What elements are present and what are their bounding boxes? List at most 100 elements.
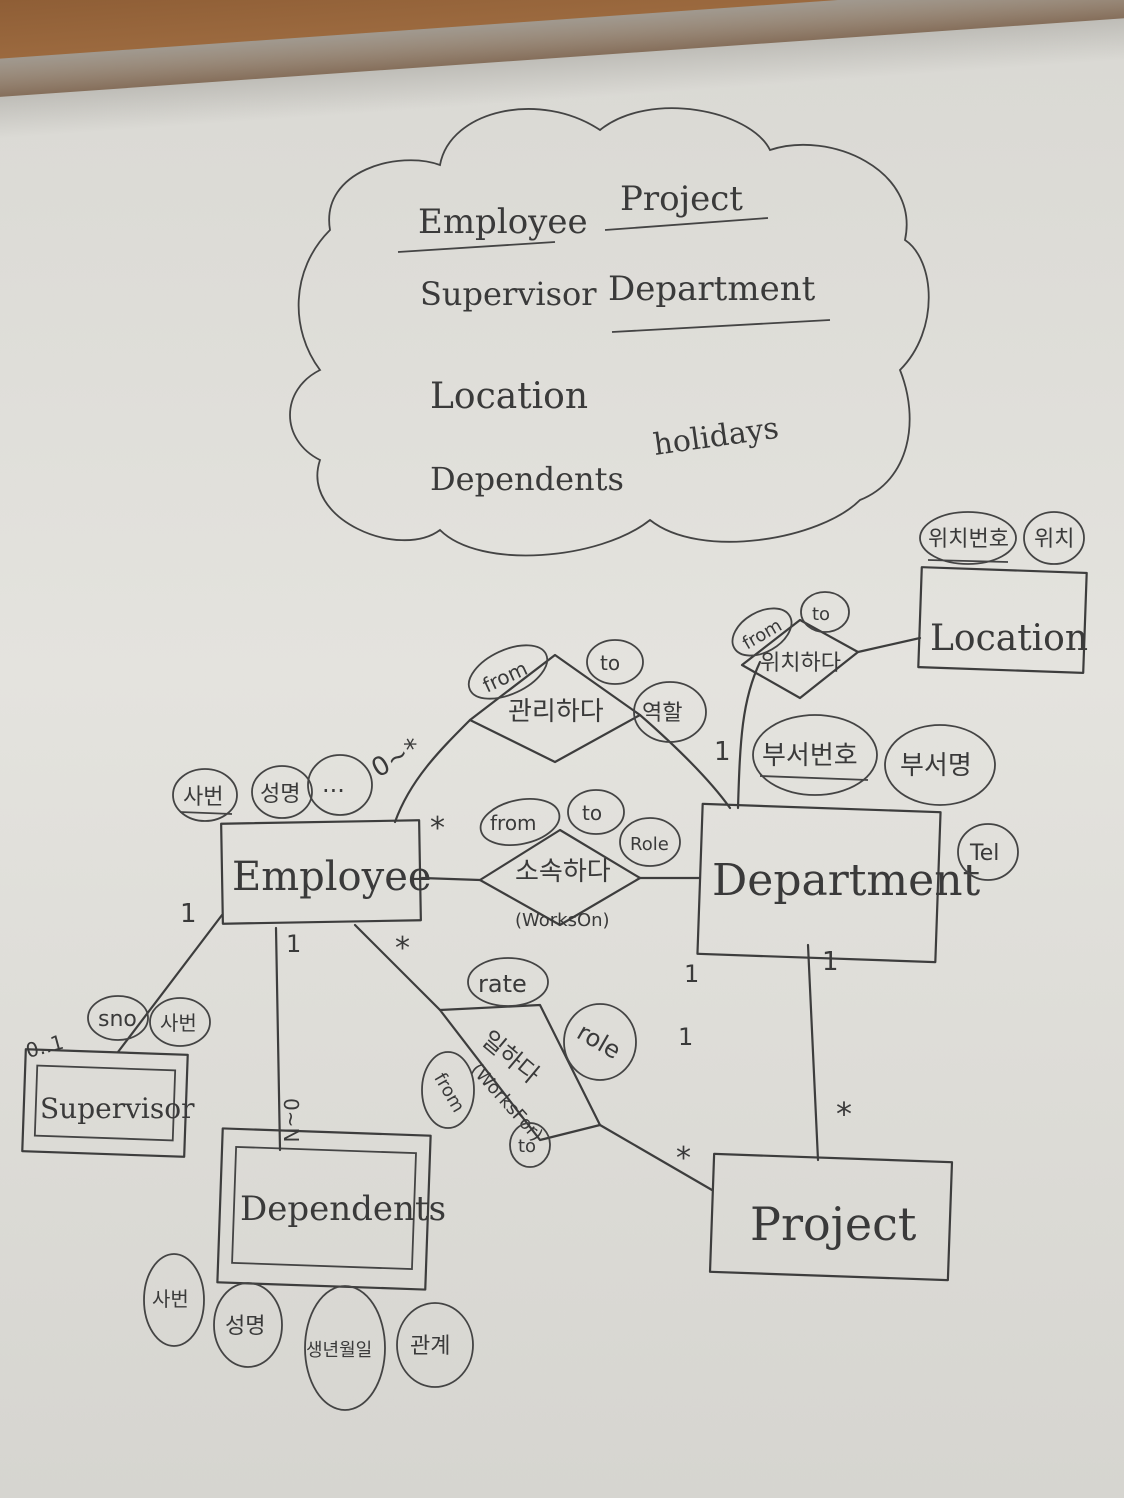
svg-text:to: to (518, 1136, 536, 1157)
attribute-dept-id: 부서번호 (752, 714, 878, 796)
cloud-word-holidays: holidays (651, 411, 781, 463)
svg-text:rate: rate (478, 970, 527, 998)
svg-text:위치: 위치 (1034, 527, 1074, 552)
cardinality-supervisor-emp: 0..1 (23, 1030, 66, 1063)
svg-text:to: to (600, 651, 620, 675)
attribute-wo-role: Role (619, 817, 681, 867)
line-department-project (806, 943, 820, 1162)
cloud-word-dependents: Dependents (430, 460, 624, 498)
entity-department-label: Department (712, 855, 981, 906)
attribute-dep-id: 사번 (143, 1253, 205, 1347)
attribute-sup-sno: sno (87, 995, 149, 1041)
cloud-word-location: Location (430, 376, 588, 417)
attribute-dept-name: 부서명 (884, 724, 996, 806)
cardinality-emp-supervisor: 1 (180, 899, 197, 929)
attribute-wo-from: from (479, 798, 561, 846)
attribute-wf-role: role (563, 1003, 637, 1081)
svg-text:sno: sno (98, 1007, 137, 1032)
svg-text:from: from (490, 811, 537, 835)
attribute-wf-from: from (421, 1051, 475, 1129)
attribute-wf-rate: rate (467, 957, 549, 1007)
entity-employee-label: Employee (232, 854, 432, 900)
svg-text:사번: 사번 (152, 1287, 189, 1311)
line-department-located (736, 660, 762, 810)
attribute-wo-to: to (567, 789, 625, 835)
underline-employee (397, 241, 556, 253)
svg-text:부서명: 부서명 (900, 751, 972, 781)
attribute-wf-to: to (509, 1122, 551, 1168)
svg-text:위치번호: 위치번호 (928, 527, 1009, 552)
attribute-loc-to: to (800, 591, 850, 633)
svg-text:사번: 사번 (183, 785, 223, 810)
cardinality-dept-manages: 1 (714, 737, 731, 767)
attribute-dep-name: 성명 (213, 1282, 283, 1368)
entity-department: Department (696, 802, 981, 964)
cloud-word-project: Project (620, 179, 743, 219)
cardinality-dependents-emp: 0~N (279, 1098, 303, 1142)
cardinality-dept-project: 1 (822, 947, 839, 977)
relationship-manages: 관리하다 (468, 653, 642, 764)
svg-text:사번: 사번 (160, 1011, 197, 1035)
entity-project: Project (708, 1152, 954, 1282)
cardinality-dept-mid2: 1 (678, 1023, 693, 1051)
svg-text:관계: 관계 (410, 1334, 450, 1359)
cardinality-emp-worksOn: * (430, 811, 445, 846)
line-works-project (598, 1123, 714, 1192)
svg-text:Tel: Tel (969, 841, 999, 866)
entity-location: Location (917, 566, 1088, 674)
cloud-word-department: Department (608, 269, 816, 309)
relationship-located-label: 위치하다 (760, 651, 841, 676)
svg-text:부서번호: 부서번호 (762, 741, 858, 771)
line-employee-dependents (274, 926, 282, 1152)
cardinality-emp-manages: 0~* (367, 732, 426, 784)
cardinality-emp-worksFor: * (395, 931, 410, 966)
svg-text:from: from (479, 656, 531, 697)
relationship-belongs-label: 소속하다 (515, 857, 611, 887)
entity-supervisor-label: Supervisor (40, 1092, 195, 1125)
attribute-loc-name: 위치 (1023, 511, 1085, 565)
thought-cloud (289, 107, 930, 557)
attribute-sup-id: 사번 (149, 997, 211, 1047)
svg-text:역할: 역할 (642, 701, 682, 726)
entity-employee: Employee (220, 819, 432, 925)
line-employee-supervisor (116, 913, 224, 1054)
cardinality-project-dept: * (836, 1095, 852, 1133)
cloud-word-employee: Employee (418, 202, 588, 242)
line-manages-department (638, 713, 732, 810)
svg-text:성명: 성명 (225, 1314, 265, 1339)
attribute-emp-id: 사번 (172, 768, 238, 822)
entity-location-label: Location (930, 618, 1088, 659)
svg-text:Role: Role (630, 834, 669, 855)
relationship-belongs-en: (WorksOn) (515, 910, 610, 931)
entity-project-label: Project (750, 1197, 917, 1251)
line-employee-manages (393, 718, 472, 824)
attribute-dept-tel: Tel (957, 823, 1019, 881)
attribute-mgr-role: 역할 (633, 681, 707, 743)
cardinality-dept-mid1: 1 (684, 960, 699, 988)
cardinality-proj-worksFor: * (676, 1141, 691, 1176)
cardinality-emp-dependents: 1 (286, 930, 301, 958)
attribute-emp-name: 성명 (251, 765, 313, 819)
underline-department (611, 319, 831, 333)
attribute-emp-more: ... (307, 754, 373, 816)
entity-dependents: Dependents (216, 1127, 446, 1291)
cloud-word-supervisor: Supervisor (420, 275, 597, 313)
line-located-location (856, 636, 922, 654)
svg-text:to: to (582, 801, 602, 825)
svg-text:...: ... (322, 770, 345, 798)
underline-project (604, 217, 769, 231)
svg-text:to: to (812, 604, 830, 625)
svg-text:생년월일: 생년월일 (306, 1340, 372, 1361)
line-employee-works (353, 923, 442, 1012)
svg-text:role: role (572, 1018, 625, 1065)
attribute-loc-id: 위치번호 (919, 511, 1017, 565)
entity-dependents-label: Dependents (240, 1189, 446, 1229)
attribute-dep-birth: 생년월일 (304, 1285, 386, 1411)
svg-text:from: from (429, 1069, 468, 1116)
relationship-works: 일하다 (WorksFor) (438, 1003, 602, 1146)
attribute-mgr-to: to (586, 639, 644, 685)
attribute-dep-rel: 관계 (396, 1302, 474, 1388)
svg-text:성명: 성명 (260, 782, 300, 807)
relationship-manages-label: 관리하다 (508, 697, 604, 727)
